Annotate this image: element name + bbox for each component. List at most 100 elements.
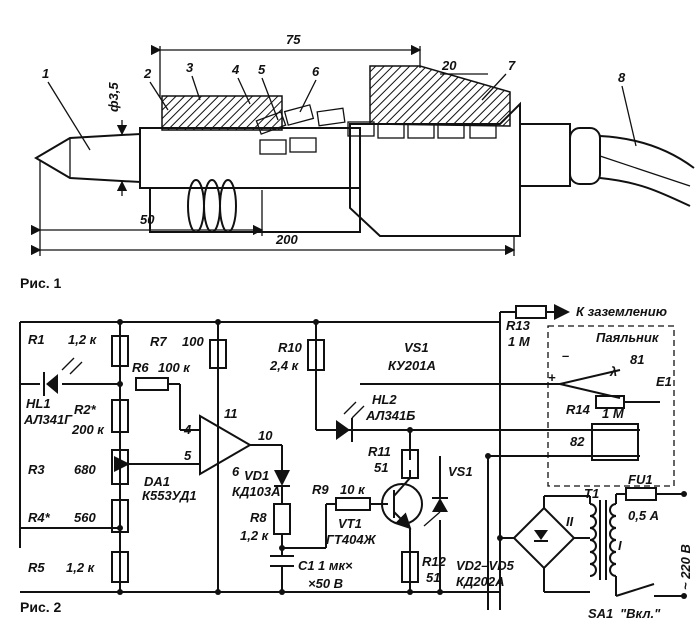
- resistor-r10: [307, 339, 325, 371]
- label-fu1-value: 0,5 А: [628, 508, 659, 523]
- label-minus: –: [562, 348, 569, 363]
- label-vs1-bottom: VS1: [448, 464, 473, 479]
- figure-2-caption: Рис. 2: [20, 599, 62, 615]
- label-pin10: 10: [258, 428, 273, 443]
- label-r3: R3: [28, 462, 45, 477]
- label-vt1-type: ГТ404Ж: [326, 532, 377, 547]
- resistor-r11: [401, 449, 419, 479]
- resistor-r1: [111, 335, 129, 367]
- label-bridge: VD2–VD5: [456, 558, 515, 573]
- label-r4: R4*: [28, 510, 51, 525]
- label-r6: R6: [132, 360, 149, 375]
- label-e1: E1: [656, 374, 672, 389]
- label-vs1-top: VS1: [404, 340, 429, 355]
- part-2-label: 2: [143, 66, 152, 81]
- label-lambda: λ: [609, 364, 617, 379]
- label-pin11: 11: [224, 406, 238, 421]
- label-hl1: HL1: [26, 396, 51, 411]
- label-c1-voltage: ×50 В: [308, 576, 343, 591]
- diode-vd1: [274, 470, 290, 504]
- figure-1-iron-drawing: 75 20 50 200 ф3,5 1 2 3 4 5 6 7 8 Рис. 1: [20, 32, 695, 291]
- dim-20: 20: [441, 58, 457, 73]
- dim-200: 200: [275, 232, 298, 247]
- label-plus: +: [548, 370, 556, 385]
- part-7-label: 7: [508, 58, 516, 73]
- label-r5: R5: [28, 560, 45, 575]
- dim-75: 75: [286, 32, 301, 47]
- label-r3-value: 680: [74, 462, 96, 477]
- label-vd1: VD1: [244, 468, 269, 483]
- label-pin5: 5: [184, 448, 192, 463]
- label-r11: R11: [368, 444, 391, 459]
- thermocouple-81: [559, 369, 621, 385]
- label-terminal-82: 82: [570, 434, 585, 449]
- switch-sa1[interactable]: [615, 583, 655, 597]
- label-sa1-text: "Вкл.": [620, 606, 661, 621]
- thyristor-vs1: [423, 456, 448, 527]
- label-r8-value: 1,2 к: [240, 528, 270, 543]
- label-mains: ~ 220 В: [678, 544, 693, 590]
- transformer-t1: [589, 494, 617, 596]
- part-1-label: 1: [42, 66, 49, 81]
- label-r7: R7: [150, 334, 167, 349]
- resistor-r5: [111, 551, 129, 583]
- label-r4-value: 560: [74, 510, 96, 525]
- part-8-label: 8: [618, 70, 626, 85]
- label-terminal-81: 81: [630, 352, 644, 367]
- part-6-label: 6: [312, 64, 320, 79]
- label-r13-value: 1 М: [508, 334, 531, 349]
- label-hl2-type: АЛ341Б: [365, 408, 415, 423]
- label-r14-value: 1 М: [602, 406, 625, 421]
- label-r2: R2*: [74, 402, 97, 417]
- capacitor-c1: [270, 555, 294, 592]
- label-r7-value: 100: [182, 334, 204, 349]
- dim-diameter: ф3,5: [106, 82, 121, 112]
- label-da1-type: К553УД1: [142, 488, 197, 503]
- opamp-da1: [199, 414, 283, 476]
- label-iron: Паяльник: [596, 330, 660, 345]
- label-r10: R10: [278, 340, 303, 355]
- label-r13: R13: [506, 318, 531, 333]
- label-t1: T1: [584, 486, 599, 501]
- label-r12-value: 51: [426, 570, 440, 585]
- label-pin6: 6: [232, 464, 240, 479]
- label-r5-value: 1,2 к: [66, 560, 96, 575]
- label-ground: К заземлению: [576, 304, 667, 319]
- label-r1: R1: [28, 332, 45, 347]
- figure-1-caption: Рис. 1: [20, 275, 62, 291]
- label-hl1-type: АЛ341Г: [23, 412, 73, 427]
- resistor-r6: [135, 377, 169, 391]
- label-bridge-type: КД202А: [456, 574, 504, 589]
- figure-2-circuit: R1 1,2 к HL1 АЛ341Г R2* 200 к R3 680 R4*…: [19, 304, 693, 621]
- label-r2-value: 200 к: [71, 422, 105, 437]
- label-c1: C1: [298, 558, 315, 573]
- label-vd1-type: КД103А: [232, 484, 280, 499]
- label-t1-winding1: I: [618, 538, 622, 553]
- soldering-iron-box: [547, 325, 675, 487]
- led-hl2: [336, 401, 365, 442]
- led-hl1: [43, 357, 120, 396]
- label-fu1: FU1: [628, 472, 653, 487]
- resistor-r2: [111, 399, 129, 433]
- label-r10-value: 2,4 к: [269, 358, 300, 373]
- label-r12: R12: [422, 554, 447, 569]
- resistor-r7: [209, 339, 227, 369]
- label-vt1: VT1: [338, 516, 362, 531]
- dim-50: 50: [140, 212, 155, 227]
- resistor-r12: [401, 551, 419, 583]
- label-da1: DA1: [144, 474, 170, 489]
- label-r14: R14: [566, 402, 591, 417]
- label-r8: R8: [250, 510, 267, 525]
- resistor-r13: [515, 305, 547, 319]
- part-3-label: 3: [186, 60, 194, 75]
- label-pin4: 4: [183, 422, 192, 437]
- label-r6-value: 100 к: [158, 360, 191, 375]
- resistor-r9: [335, 497, 371, 511]
- resistor-r4: [111, 499, 129, 533]
- transistor-vt1: [381, 477, 423, 540]
- label-r9-value: 10 к: [340, 482, 366, 497]
- part-4-label: 4: [231, 62, 240, 77]
- label-c1-value: 1 мк×: [318, 558, 353, 573]
- label-sa1: SA1: [588, 606, 613, 621]
